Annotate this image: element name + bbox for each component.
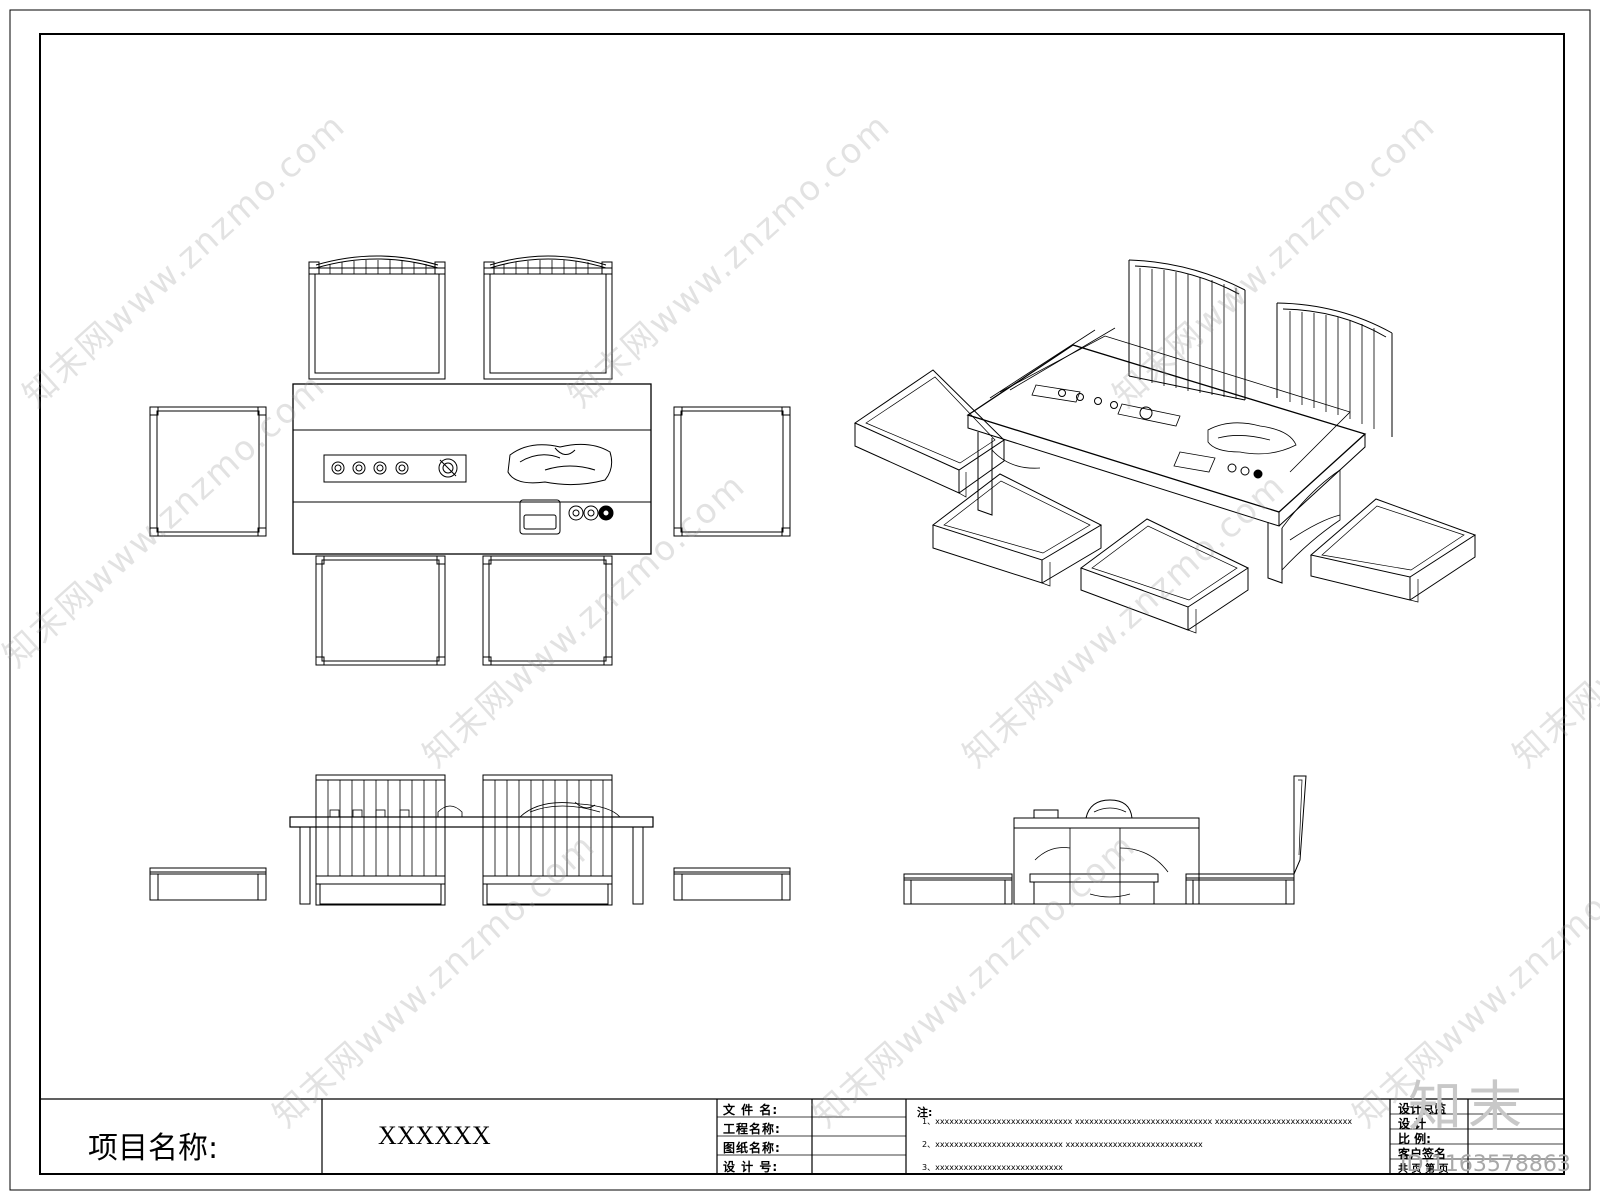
note-line-2: 2、xxxxxxxxxxxxxxxxxxxxxxxxxxx xxxxxxxxxx… xyxy=(922,1140,1203,1149)
note-line-3: 3、xxxxxxxxxxxxxxxxxxxxxxxxxxx xyxy=(922,1163,1063,1172)
designer-label: 设 计 xyxy=(1398,1117,1427,1131)
front-chair-left xyxy=(315,774,446,906)
project-name-value: XXXXXX xyxy=(378,1121,491,1150)
iso-stool-front-left xyxy=(931,473,1103,587)
plan-view xyxy=(149,255,791,666)
note-line-1: 1、xxxxxxxxxxxxxxxxxxxxxxxxxxxxx xxxxxxxx… xyxy=(922,1117,1353,1126)
client-signature-label: 客户签名 xyxy=(1398,1147,1447,1161)
plan-table xyxy=(292,383,652,555)
project-name-label: 项目名称: xyxy=(88,1131,219,1166)
iso-stool-right xyxy=(1309,498,1477,603)
iso-chair-back-1 xyxy=(1128,259,1246,401)
plan-stool-left xyxy=(149,406,267,537)
drawing-title-label: 图纸名称: xyxy=(723,1141,781,1155)
iso-stool-front-right xyxy=(1079,518,1250,634)
iso-chair-back-2 xyxy=(1276,302,1393,437)
plan-stool-bottom-left xyxy=(315,555,446,666)
plan-stool-bottom-right xyxy=(482,555,613,666)
brand-logo: 知末 xyxy=(1408,1075,1528,1138)
outer-border xyxy=(9,9,1591,1191)
plan-chair-top-right xyxy=(483,255,613,380)
drawing-id: ID:1163578863 xyxy=(1400,1152,1571,1177)
notes-label: 注: xyxy=(917,1106,933,1119)
plan-chair-top-left xyxy=(308,255,446,380)
design-number-label: 设 计 号: xyxy=(723,1160,779,1174)
project-title-label: 工程名称: xyxy=(723,1122,781,1136)
scale-label: 比 例: xyxy=(1398,1132,1431,1146)
page-count-label: 共 页 第 页 xyxy=(1398,1164,1449,1175)
plan-stool-right xyxy=(673,406,791,537)
front-chair-right xyxy=(482,774,613,906)
front-elevation xyxy=(149,774,791,906)
iso-table xyxy=(966,327,1367,584)
design-director-label: 设计总监 xyxy=(1398,1102,1447,1116)
title-block-lines xyxy=(40,1098,1564,1174)
inner-border xyxy=(39,33,1565,1175)
isometric-view xyxy=(853,259,1477,634)
file-name-label: 文 件 名: xyxy=(723,1103,779,1117)
iso-stool-left xyxy=(853,369,1005,498)
side-elevation xyxy=(903,775,1307,905)
